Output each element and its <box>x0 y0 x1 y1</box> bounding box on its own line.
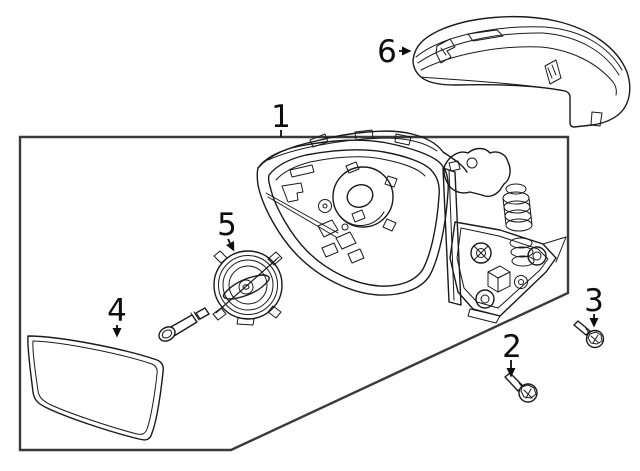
callout-6[interactable]: 6 <box>377 34 412 70</box>
callout-4[interactable]: 4 <box>107 293 127 338</box>
callout-label-5[interactable]: 5 <box>217 207 237 243</box>
callout-2[interactable]: 2 <box>502 329 522 378</box>
bolt-2-drawing[interactable] <box>504 372 538 403</box>
mirror-cap-drawing[interactable] <box>412 16 631 128</box>
callout-1[interactable]: 1 <box>271 99 291 137</box>
cap-clip-icon <box>544 59 562 85</box>
bolt-3-drawing[interactable] <box>573 320 605 349</box>
cap-clip-icon <box>435 38 456 64</box>
callout-label-4[interactable]: 4 <box>107 293 127 329</box>
callout-arrow-5 <box>225 238 235 252</box>
glass-mounting-bolt-drawing[interactable] <box>156 307 210 344</box>
mirror-assembly-drawing[interactable] <box>256 129 567 324</box>
mirror-glass-drawing[interactable] <box>27 335 164 441</box>
callout-3[interactable]: 3 <box>584 283 604 328</box>
mirror-base-bracket-drawing <box>442 167 567 324</box>
mirror-pivot-drawing <box>443 147 535 267</box>
callout-label-3[interactable]: 3 <box>584 283 604 319</box>
mirror-actuator-drawing <box>318 161 398 232</box>
callout-5[interactable]: 5 <box>217 207 237 252</box>
callout-label-1[interactable]: 1 <box>271 99 291 135</box>
mirror-mechanism-details <box>265 164 366 264</box>
callout-label-2[interactable]: 2 <box>502 329 522 365</box>
callout-label-6[interactable]: 6 <box>377 34 397 70</box>
speaker-drawing[interactable] <box>212 250 283 326</box>
